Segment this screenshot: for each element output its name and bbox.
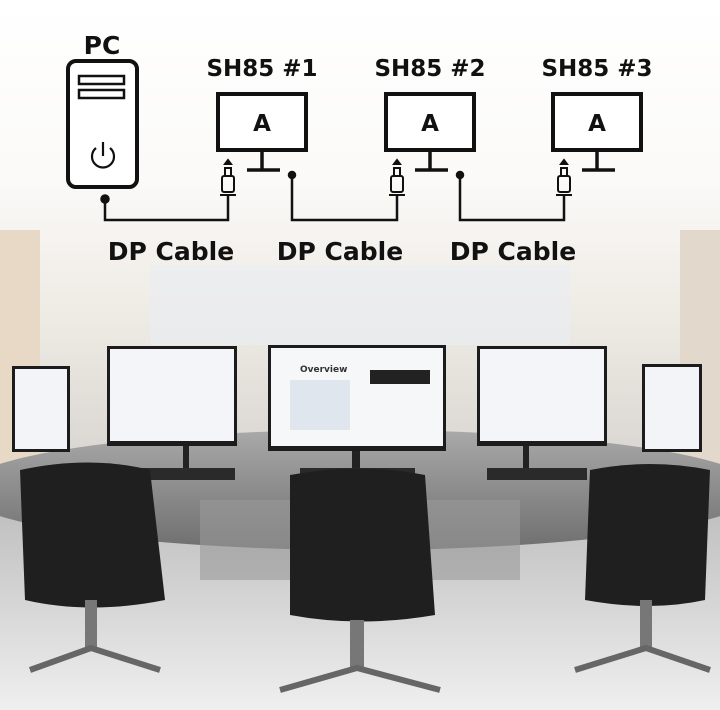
room-monitor (107, 346, 237, 480)
room-monitor (12, 366, 70, 452)
dp-connector-icon (389, 158, 405, 196)
monitor-2-label: SH85 #2 (374, 56, 485, 82)
chairs (20, 462, 711, 693)
cable-3-label: DP Cable (450, 237, 576, 266)
monitor-2-icon: SH85 #2 A (374, 56, 486, 172)
room-monitor (642, 364, 702, 452)
cable-1-label: DP Cable (108, 237, 234, 266)
dp-connector-icon (556, 158, 572, 196)
cable-lines (100, 170, 566, 222)
slide-title: Overview (300, 365, 347, 375)
monitor-3-screen-letter: A (588, 111, 606, 137)
pc-tower-icon: PC (66, 31, 139, 189)
monitor-1-label: SH85 #1 (206, 56, 317, 82)
chair-right (585, 464, 710, 606)
monitor-3-label: SH85 #3 (541, 56, 652, 82)
room-monitor (477, 346, 607, 480)
room-monitor-center: Overview (268, 345, 446, 480)
dp-connector-icon (220, 158, 236, 196)
power-icon (90, 142, 116, 169)
chair-center (290, 468, 435, 622)
monitor-1-icon: SH85 #1 A (206, 56, 318, 172)
pc-label: PC (84, 31, 121, 60)
chair-left (20, 462, 165, 608)
monitor-2-screen-letter: A (421, 111, 439, 137)
cable-2-label: DP Cable (277, 237, 403, 266)
wall-screen (150, 265, 570, 345)
monitor-1-screen-letter: A (253, 111, 271, 137)
monitor-3-icon: SH85 #3 A (541, 56, 653, 172)
